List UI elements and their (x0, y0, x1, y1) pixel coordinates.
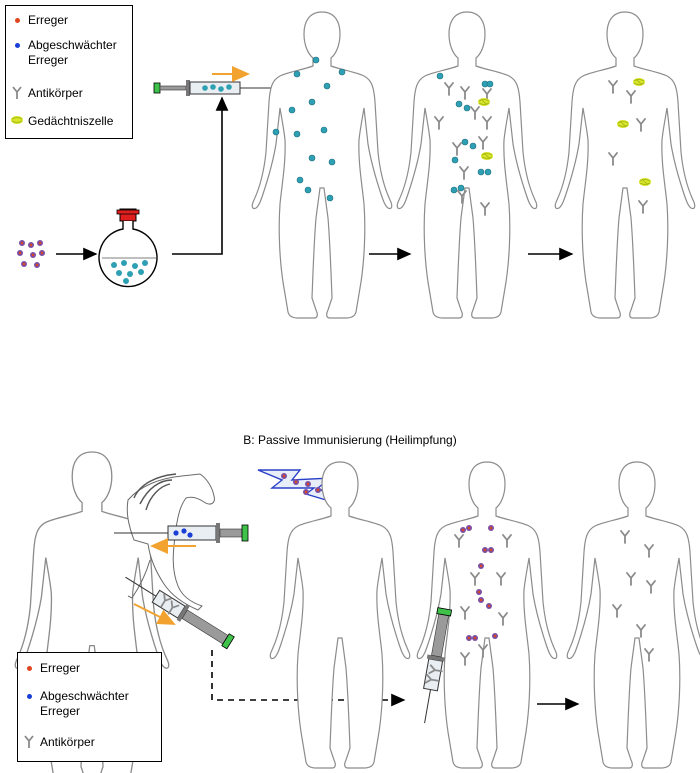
antibody-icon (12, 86, 22, 99)
body-a1 (251, 11, 393, 319)
body-b3 (566, 461, 700, 769)
flask-icon (98, 208, 158, 288)
orange-arrow-diagonal (133, 603, 176, 625)
legend-label: Antikörper (28, 86, 83, 100)
legend-item-antibody: Antikörper (18, 735, 145, 750)
legend-label: Abgeschwächter Erreger (40, 689, 129, 718)
syringe-icon (423, 607, 453, 724)
memory-cell-icon (11, 116, 23, 124)
legend-label: Abgeschwächter Erreger (28, 38, 117, 67)
legend-bottom: Erreger Abgeschwächter Erreger Antikörpe… (17, 652, 162, 762)
syringe-icon (125, 576, 235, 650)
body-b1 (269, 461, 411, 769)
section-b-title: B: Passive Immunisierung (Heilimpfung) (243, 433, 457, 447)
red-dot-icon (14, 18, 20, 23)
body-b2 (416, 461, 558, 769)
legend-label: Erreger (40, 661, 81, 675)
legend-item-pathogen: Erreger (6, 13, 133, 28)
body-a3 (554, 11, 696, 319)
syringe-icon (153, 66, 285, 96)
legend-item-memory-cell: Gedächtniszelle (6, 114, 133, 129)
legend-item-pathogen: Erreger (18, 661, 145, 676)
horse-icon (126, 473, 215, 611)
legend-label: Antikörper (40, 735, 95, 749)
legend-top: Erreger Abgeschwächter Erreger Antikörpe… (5, 5, 133, 139)
legend-item-attenuated: Abgeschwächter Erreger (18, 689, 145, 719)
dashed-arrow-transfer (211, 650, 406, 707)
red-dot-icon (26, 666, 32, 671)
antibody-icon (24, 735, 34, 748)
legend-label: Erreger (28, 13, 69, 27)
legend-item-antibody: Antikörper (6, 86, 133, 101)
blue-dot-icon (14, 43, 20, 48)
body-a2 (396, 11, 538, 319)
legend-label: Gedächtniszelle (28, 114, 114, 128)
syringe-icon (114, 523, 249, 554)
pathogen-cluster (17, 240, 45, 268)
blue-dot-icon (26, 694, 32, 699)
legend-item-attenuated: Abgeschwächter Erreger (6, 38, 133, 68)
arrow-flask-to-syringe (172, 96, 229, 255)
